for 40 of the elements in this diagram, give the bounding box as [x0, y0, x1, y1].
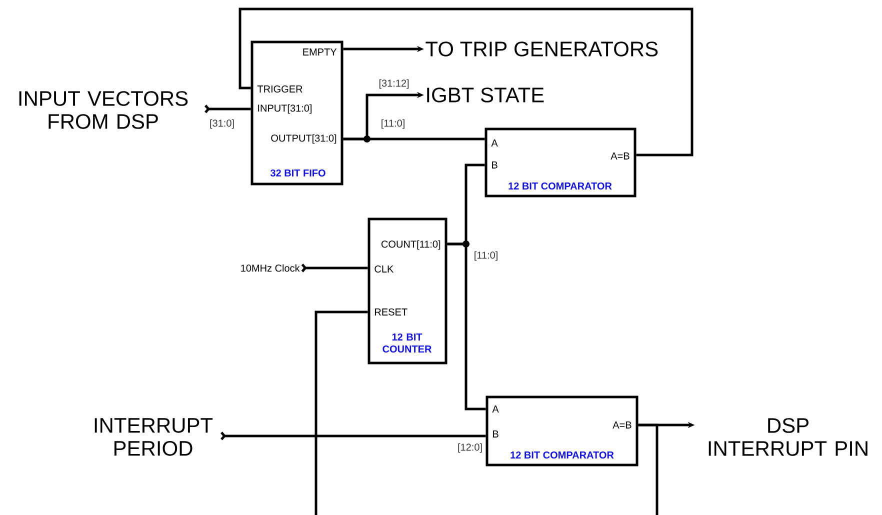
- pin-label: A: [492, 406, 499, 412]
- bus-line: [204, 104, 251, 114]
- counter-block: [368, 218, 448, 364]
- signal-label: INPUT VECTORS FROM DSP: [19, 91, 188, 129]
- signal-label: TO TRIP GENERATORS: [426, 42, 658, 56]
- comparator-block: [484, 128, 636, 198]
- wire: [638, 424, 658, 515]
- pin-label: A: [491, 140, 498, 146]
- block-title: 12 BIT COUNTER: [382, 333, 432, 353]
- fifo-block: [250, 40, 344, 186]
- pin-label: A=B: [612, 422, 632, 428]
- signal-label: IGBT STATE: [427, 88, 544, 102]
- clock-label: 10MHz Clock: [241, 264, 300, 272]
- block-title: 32 BIT FIFO: [270, 169, 326, 177]
- pin-label: COUNT[11:0]: [381, 240, 440, 250]
- wire: [238, 8, 694, 156]
- pin-label: A=B: [610, 152, 630, 160]
- pin-label: TRIGGER: [257, 85, 302, 93]
- edge-label: [31:12]: [378, 78, 410, 90]
- edge-label: [11:0]: [472, 250, 500, 262]
- edge-label: [12:0]: [456, 442, 484, 454]
- bus-line: [343, 138, 485, 140]
- pin-label: OUTPUT[31:0]: [271, 134, 336, 144]
- pin-label: EMPTY: [303, 48, 337, 56]
- edge-label: [11:0]: [380, 118, 406, 130]
- edge-label: [31:0]: [208, 118, 236, 130]
- pin-label: INPUT[31:0]: [258, 104, 312, 114]
- wire: [301, 264, 368, 272]
- bus-line: [220, 432, 486, 440]
- bus-line: [447, 242, 486, 410]
- block-title: 12 BIT COMPARATOR: [508, 182, 612, 190]
- wire: [314, 310, 368, 515]
- signal-label: DSP INTERRUPT PIN: [708, 418, 868, 456]
- comparator-block: [486, 396, 638, 466]
- pin-label: RESET: [375, 308, 408, 316]
- signal-label: INTERRUPT PERIOD: [94, 418, 213, 456]
- pin-label: B: [492, 162, 498, 168]
- pin-label: CLK: [374, 265, 394, 273]
- pin-label: B: [493, 430, 498, 438]
- block-title: 12 BIT COMPARATOR: [510, 451, 614, 459]
